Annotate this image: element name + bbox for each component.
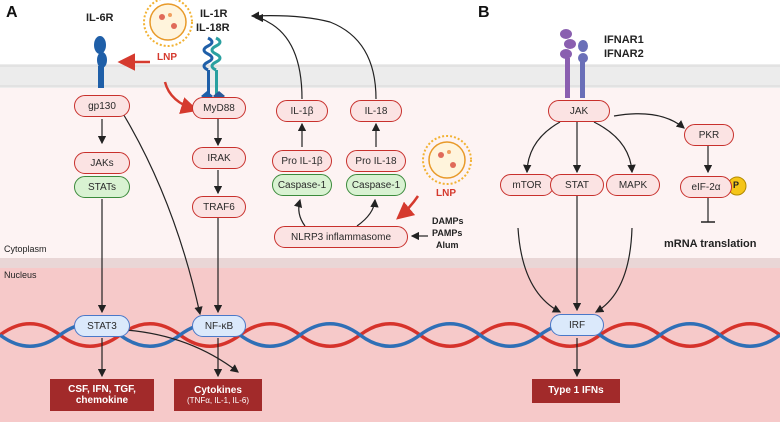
arrow-mapk-irf: [594, 227, 633, 313]
cytoplasm-label: Cytoplasm: [4, 244, 47, 254]
arrow-gp130-nfkb: [121, 111, 203, 316]
alum-label: Alum: [436, 240, 459, 250]
lnp-label-top: LNP: [157, 52, 177, 63]
mtor-node: mTOR: [500, 174, 554, 196]
nlrp3-node: NLRP3 inflammasome: [274, 226, 408, 248]
lnp-to-myd88-arrow: [163, 81, 199, 114]
cell-membrane: [0, 64, 780, 88]
irak-node: IRAK: [192, 147, 246, 169]
caspase1-node-a: Caspase-1: [272, 174, 332, 196]
arrow-jak-mtor: [523, 121, 561, 174]
mrna-translation-label: mRNA translation: [664, 238, 757, 250]
traf6-node: TRAF6: [192, 196, 246, 218]
ifnar1-label: IFNAR1: [604, 34, 644, 46]
output-cytokines-sub: (TNFα, IL-1, IL-6): [187, 396, 249, 406]
arrow-nlrp3-caspase1-b: [356, 198, 379, 227]
il18r-label: IL-18R: [196, 22, 230, 34]
ifnar-receptor-icon: [560, 29, 588, 98]
lnp-label-lower: LNP: [436, 188, 456, 199]
arrow-jak-mapk: [593, 121, 636, 174]
eif2a-node: eIF-2α: [680, 176, 732, 198]
il6r-label: IL-6R: [86, 12, 114, 24]
output-cytokines: Cytokines (TNFα, IL-1, IL-6): [174, 379, 262, 411]
jaks-node: JAKs: [74, 152, 130, 174]
lnp-to-nlrp3-arrow: [396, 195, 420, 220]
mapk-node: MAPK: [606, 174, 660, 196]
output-csf-line1: CSF, IFN, TGF,: [68, 383, 136, 395]
pamps-label: PAMPs: [432, 228, 463, 238]
panel-letter-a: A: [6, 4, 18, 21]
lnp-particle-icon-top: [143, 0, 193, 47]
nfkb-node: NF-κB: [192, 315, 246, 337]
output-type1-ifns: Type 1 IFNs: [532, 379, 620, 403]
pro-il18-node: Pro IL-18: [346, 150, 406, 172]
damps-label: DAMPs: [432, 216, 464, 226]
il1b-node: IL-1β: [276, 100, 328, 122]
gp130-node: gp130: [74, 95, 130, 117]
jak-node: JAK: [548, 100, 610, 122]
arrow-stat3-cytokines: [124, 329, 239, 373]
arrow-il18-receptor: [250, 11, 377, 100]
myd88-node: MyD88: [192, 97, 246, 119]
output-type1-title: Type 1 IFNs: [548, 385, 604, 397]
caspase1-node-b: Caspase-1: [346, 174, 406, 196]
dna-strand-blue: [0, 322, 780, 348]
output-csf-chemokine: CSF, IFN, TGF, chemokine: [50, 379, 154, 411]
panel-letter-b: B: [478, 4, 490, 21]
il6r-receptor-icon: [94, 36, 107, 88]
irf-node: IRF: [550, 314, 604, 336]
arrow-nlrp3-caspase1-a: [293, 198, 306, 227]
pro-il1b-node: Pro IL-1β: [272, 150, 332, 172]
arrow-il1b-receptor: [254, 13, 303, 100]
arrow-mtor-irf: [517, 227, 562, 313]
stat-node: STAT: [550, 174, 604, 196]
output-cytokines-title: Cytokines: [194, 384, 242, 396]
stat3-node: STAT3: [74, 315, 130, 337]
phosphate-label: P: [733, 180, 740, 190]
il1r-label: IL-1R: [200, 8, 228, 20]
stats-node: STATs: [74, 176, 130, 198]
ifnar2-label: IFNAR2: [604, 48, 644, 60]
nuclear-membrane: [0, 258, 780, 268]
il18-node: IL-18: [350, 100, 402, 122]
lnp-particle-icon-lower: [422, 135, 472, 185]
output-csf-line2: chemokine: [75, 395, 129, 406]
extracellular-space: [0, 0, 780, 64]
arrow-jak-pkr: [613, 113, 685, 129]
nucleus-label: Nucleus: [4, 270, 37, 280]
pkr-node: PKR: [684, 124, 734, 146]
